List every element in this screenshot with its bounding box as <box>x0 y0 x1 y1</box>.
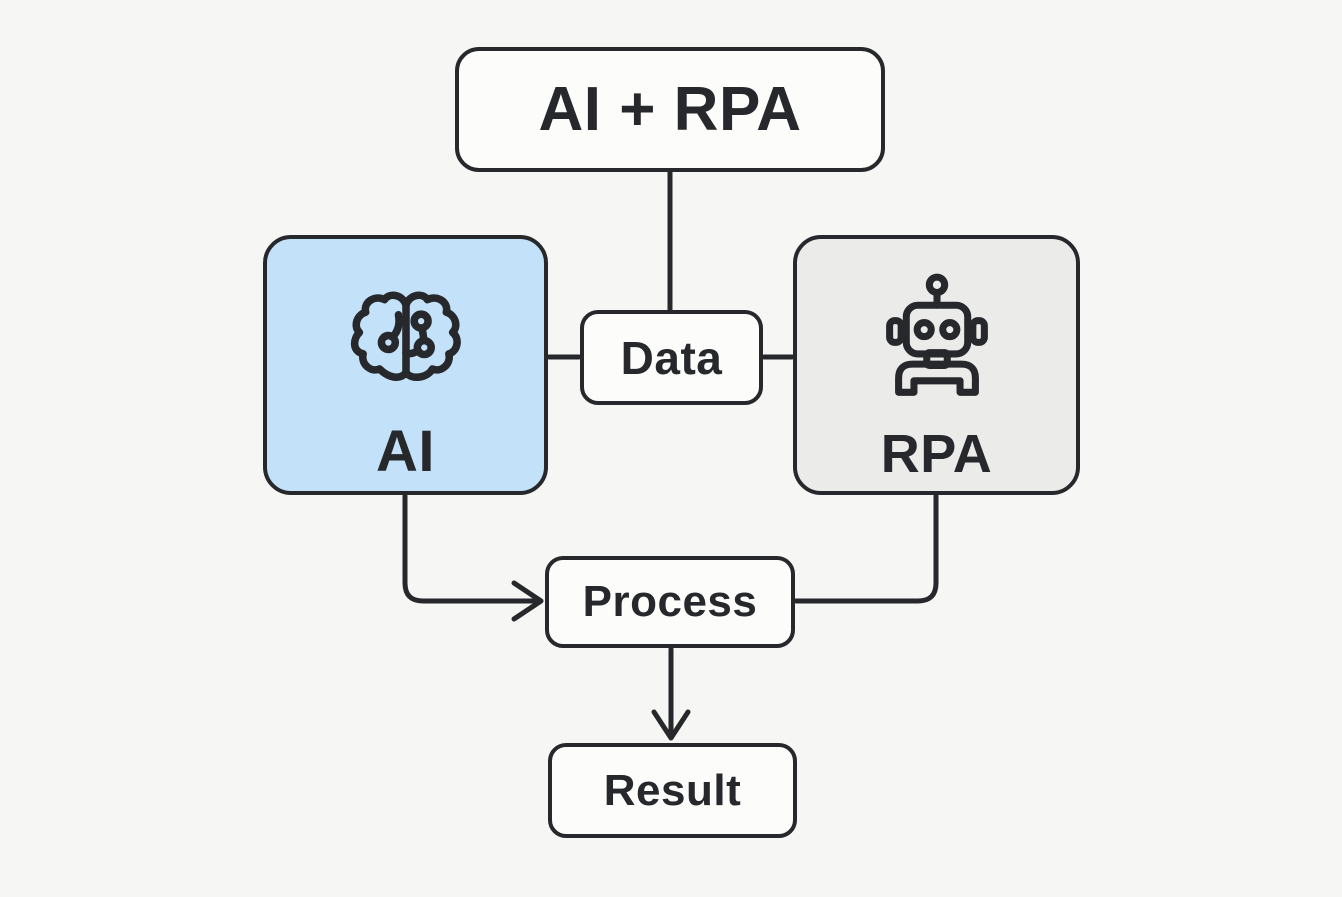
edge-ai-to-process-arrowhead <box>511 580 544 622</box>
node-ai-plus-rpa: AI + RPA <box>455 47 885 172</box>
node-process-label: Process <box>582 577 758 626</box>
robot-icon <box>885 273 988 396</box>
node-result: Result <box>548 743 797 838</box>
node-data-label: Data <box>620 331 723 384</box>
edge-ai-to-process <box>402 493 537 604</box>
node-rpa: RPA <box>793 235 1080 495</box>
node-data: Data <box>580 310 763 405</box>
node-ai-plus-rpa-label: AI + RPA <box>538 74 802 144</box>
node-ai-label: AI <box>376 419 435 484</box>
brain-icon <box>350 291 461 381</box>
edge-rpa-to-process <box>793 493 939 604</box>
node-process: Process <box>545 556 795 648</box>
node-result-label: Result <box>603 765 742 815</box>
edge-process-to-result-arrowhead <box>651 709 691 741</box>
node-ai: AI <box>263 235 548 495</box>
node-rpa-label: RPA <box>880 424 993 484</box>
